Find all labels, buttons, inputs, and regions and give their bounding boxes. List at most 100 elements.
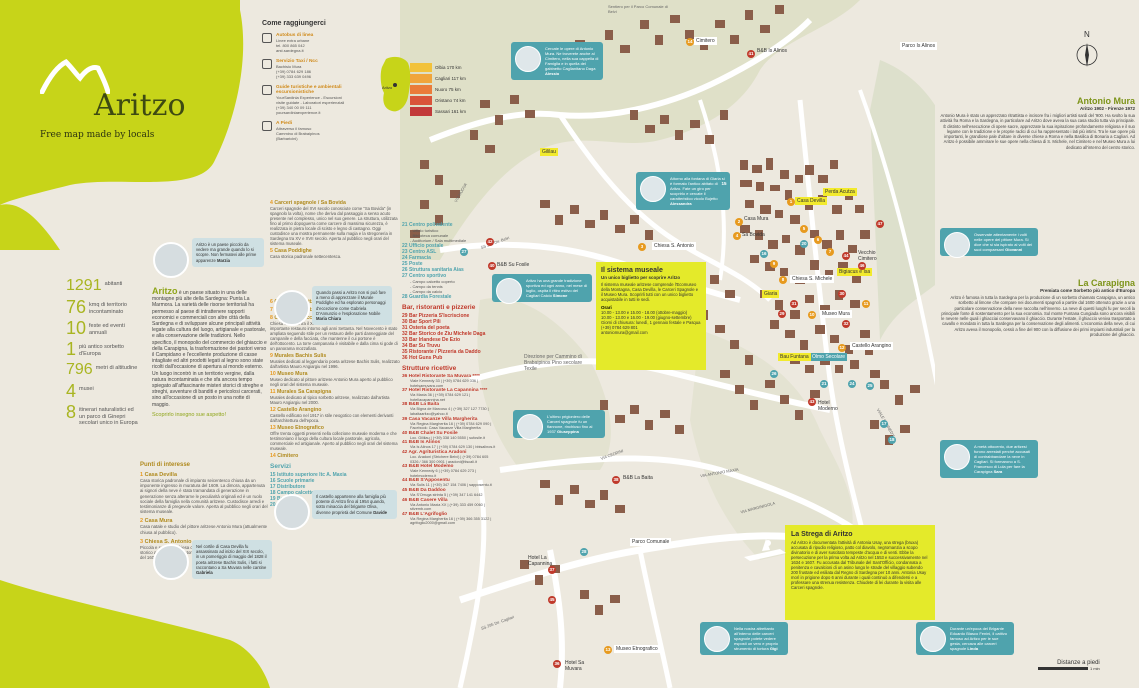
reach-line: arst.sardegna.it [276,48,304,53]
food-number: 29 [402,313,409,319]
distance-row: Sassari 161 km [410,106,470,116]
service2-item: 27 Centro sportivo [402,273,497,279]
map-pin: 27 [460,248,468,256]
stay-info: Via Sulis 11 | (+39) 347 154 7406 | sapp… [410,483,492,488]
distance-swatch [410,73,432,83]
stay-number: 37 [402,388,409,394]
stay-item: 44 B&B S'Apposentu [402,478,497,483]
food-item: 31 Osteria del poeta [402,325,497,331]
mid-title: 11 Murales Sa Carapigna [270,389,400,395]
intro-body: è un paese situato in una delle montagne… [152,290,267,408]
scale-label: Distanze a piedi [1057,660,1100,666]
reach-line: (Barbaricini) [276,136,298,141]
sardinia-map: Aritzo [378,55,413,120]
carapigna-subtitle: Premiata come Sorbetto più antico d'Euro… [1040,288,1135,293]
map-pin: 29 [778,310,786,318]
stay-number: 43 [402,464,409,470]
mid-title: 5 Casa Poddighe [270,248,400,254]
map-pin: 14 [686,38,694,46]
service2-label: Centro polivalente [408,222,453,228]
label-museo-mura: Museo Mura [820,310,852,318]
stat-number: 4 [66,381,77,401]
stay-item: 39 Casa Vacanze Villa Margherita [402,417,497,422]
mid-number: 6 [270,299,275,305]
mid-name: Museo Mura [277,371,308,377]
stay-item: 42 Agr. Agrituristica Aradoni [402,450,497,455]
mid-number: 9 [270,353,275,359]
map-pin: 18 [888,436,896,444]
compass-icon [1076,43,1098,67]
service-number: 15 [270,472,277,478]
stat-text: musei [79,386,94,392]
sardinia-label: Aritzo [382,85,393,90]
label-olmo: Olmo Secolare [810,353,848,361]
map-pin: 45 [548,596,556,604]
avatar-sara [944,444,970,470]
avatar-giuseppina [517,414,543,440]
label-chiesa-santonio: Chiesa S. Antonio [652,242,696,250]
mura-title: Antonio Mura [1077,96,1135,106]
avatar-gabriela [153,544,189,580]
food-item: 35 Ristorante / Pizzeria da Daddo [402,349,497,355]
label-parco-comunale: Parco Comunale [630,538,672,546]
quote-alessio: Cercate le opere di Antonio Mura. Ne tro… [511,42,603,80]
food-label: Bar Irlandese De Ezio [408,337,461,343]
quote-alessandra: Attorno alla fontana di Giaria si è form… [636,172,730,210]
mid-text: Museo dedicato al pittore aritzese Anton… [270,377,393,387]
stat-text: feste ed eventi annuali [89,323,125,336]
map-pin: 40 [488,262,496,270]
food-item: 34 Bar Su Truvu [402,343,497,349]
food-number: 31 [402,325,409,331]
reach-item: Guide turistiche e ambientali escursioni… [262,85,432,115]
museum-body: Il sistema museale aritzese comprende l'… [601,282,699,302]
service2-label: Centro ASL [408,249,437,255]
service2-label: Poste [408,261,423,267]
reach-title: Autobus di linea [276,33,314,38]
carapigna-body: Aritzo è famosa in tutta la Sardegna per… [941,295,1135,338]
label-casa-mura: Casa Mura [744,216,769,222]
stat-number: 76 [66,297,87,317]
label-museo-etnografico: Museo Etnografico [614,645,660,653]
service2-item: 22 Ufficio postale [402,243,497,249]
service2-item: 26 Struttura sanitaria Aias [402,267,497,273]
mid-text: Murales dedicati al leggendario poeta ar… [270,359,400,369]
stay-number: 45 [402,487,409,493]
interest-title: 2 Casa Mura [140,518,268,524]
mura-body: Antonio Mura è stato un apprezzato ritra… [940,113,1135,150]
mid-text: Casa storica padronale settecentesca. [270,254,342,259]
stay-number: 36 [402,374,409,379]
stay-label: B&B Casere Villa [408,497,448,503]
brand-logo [39,58,111,99]
mid-title: 14 Cimitero [270,453,400,459]
reach-line: Cammino di Brabaipinos [276,131,320,136]
mid-text: Murales dedicato al tipico sorbetto arit… [270,395,390,405]
label-sa-bovida: Sa Bovida [742,232,765,238]
mid-number: 5 [270,248,275,254]
service-number: 16 [270,478,277,484]
stay-info: Via Is Alinos 17 | (+39) 0784 629 130 | … [410,445,496,450]
stay-info: Viale Kennedy 6 | (+39) 0784 629 273 | h… [410,469,476,478]
mid-name: Cimitero [277,453,299,459]
stay-item: 41 B&B Is Alinos [402,440,497,445]
mid-title: 12 Castello Arangino [270,407,400,413]
stay-info: Viale Kennedy 33 | (+39) 0784 629 336 | … [410,379,479,388]
food-item: 32 Bar Storico de Ziu Michele Daga [402,331,497,337]
distance-row: Oristano 74 km [410,95,470,105]
service2-number: 24 [402,255,409,261]
food-label: Osteria del poeta [408,325,450,331]
map-pin: 30 [838,290,846,298]
quote-linda: Durante un'epoca del Brigante Eduardo Bl… [916,622,1014,655]
museum-hours-label: Orari [601,305,612,310]
label-bigiacus: Bigiacus e Isa [837,268,873,276]
label-bau-funtana: Bau Funtana [778,353,811,361]
museum-hour-line: Giorni di chiusura: lunedì, 1 gennaio fe… [601,320,701,325]
service2-sub: - Campo da tennis [410,284,443,289]
map-pin: 41 [747,50,755,58]
service2-number: 28 [402,294,409,300]
